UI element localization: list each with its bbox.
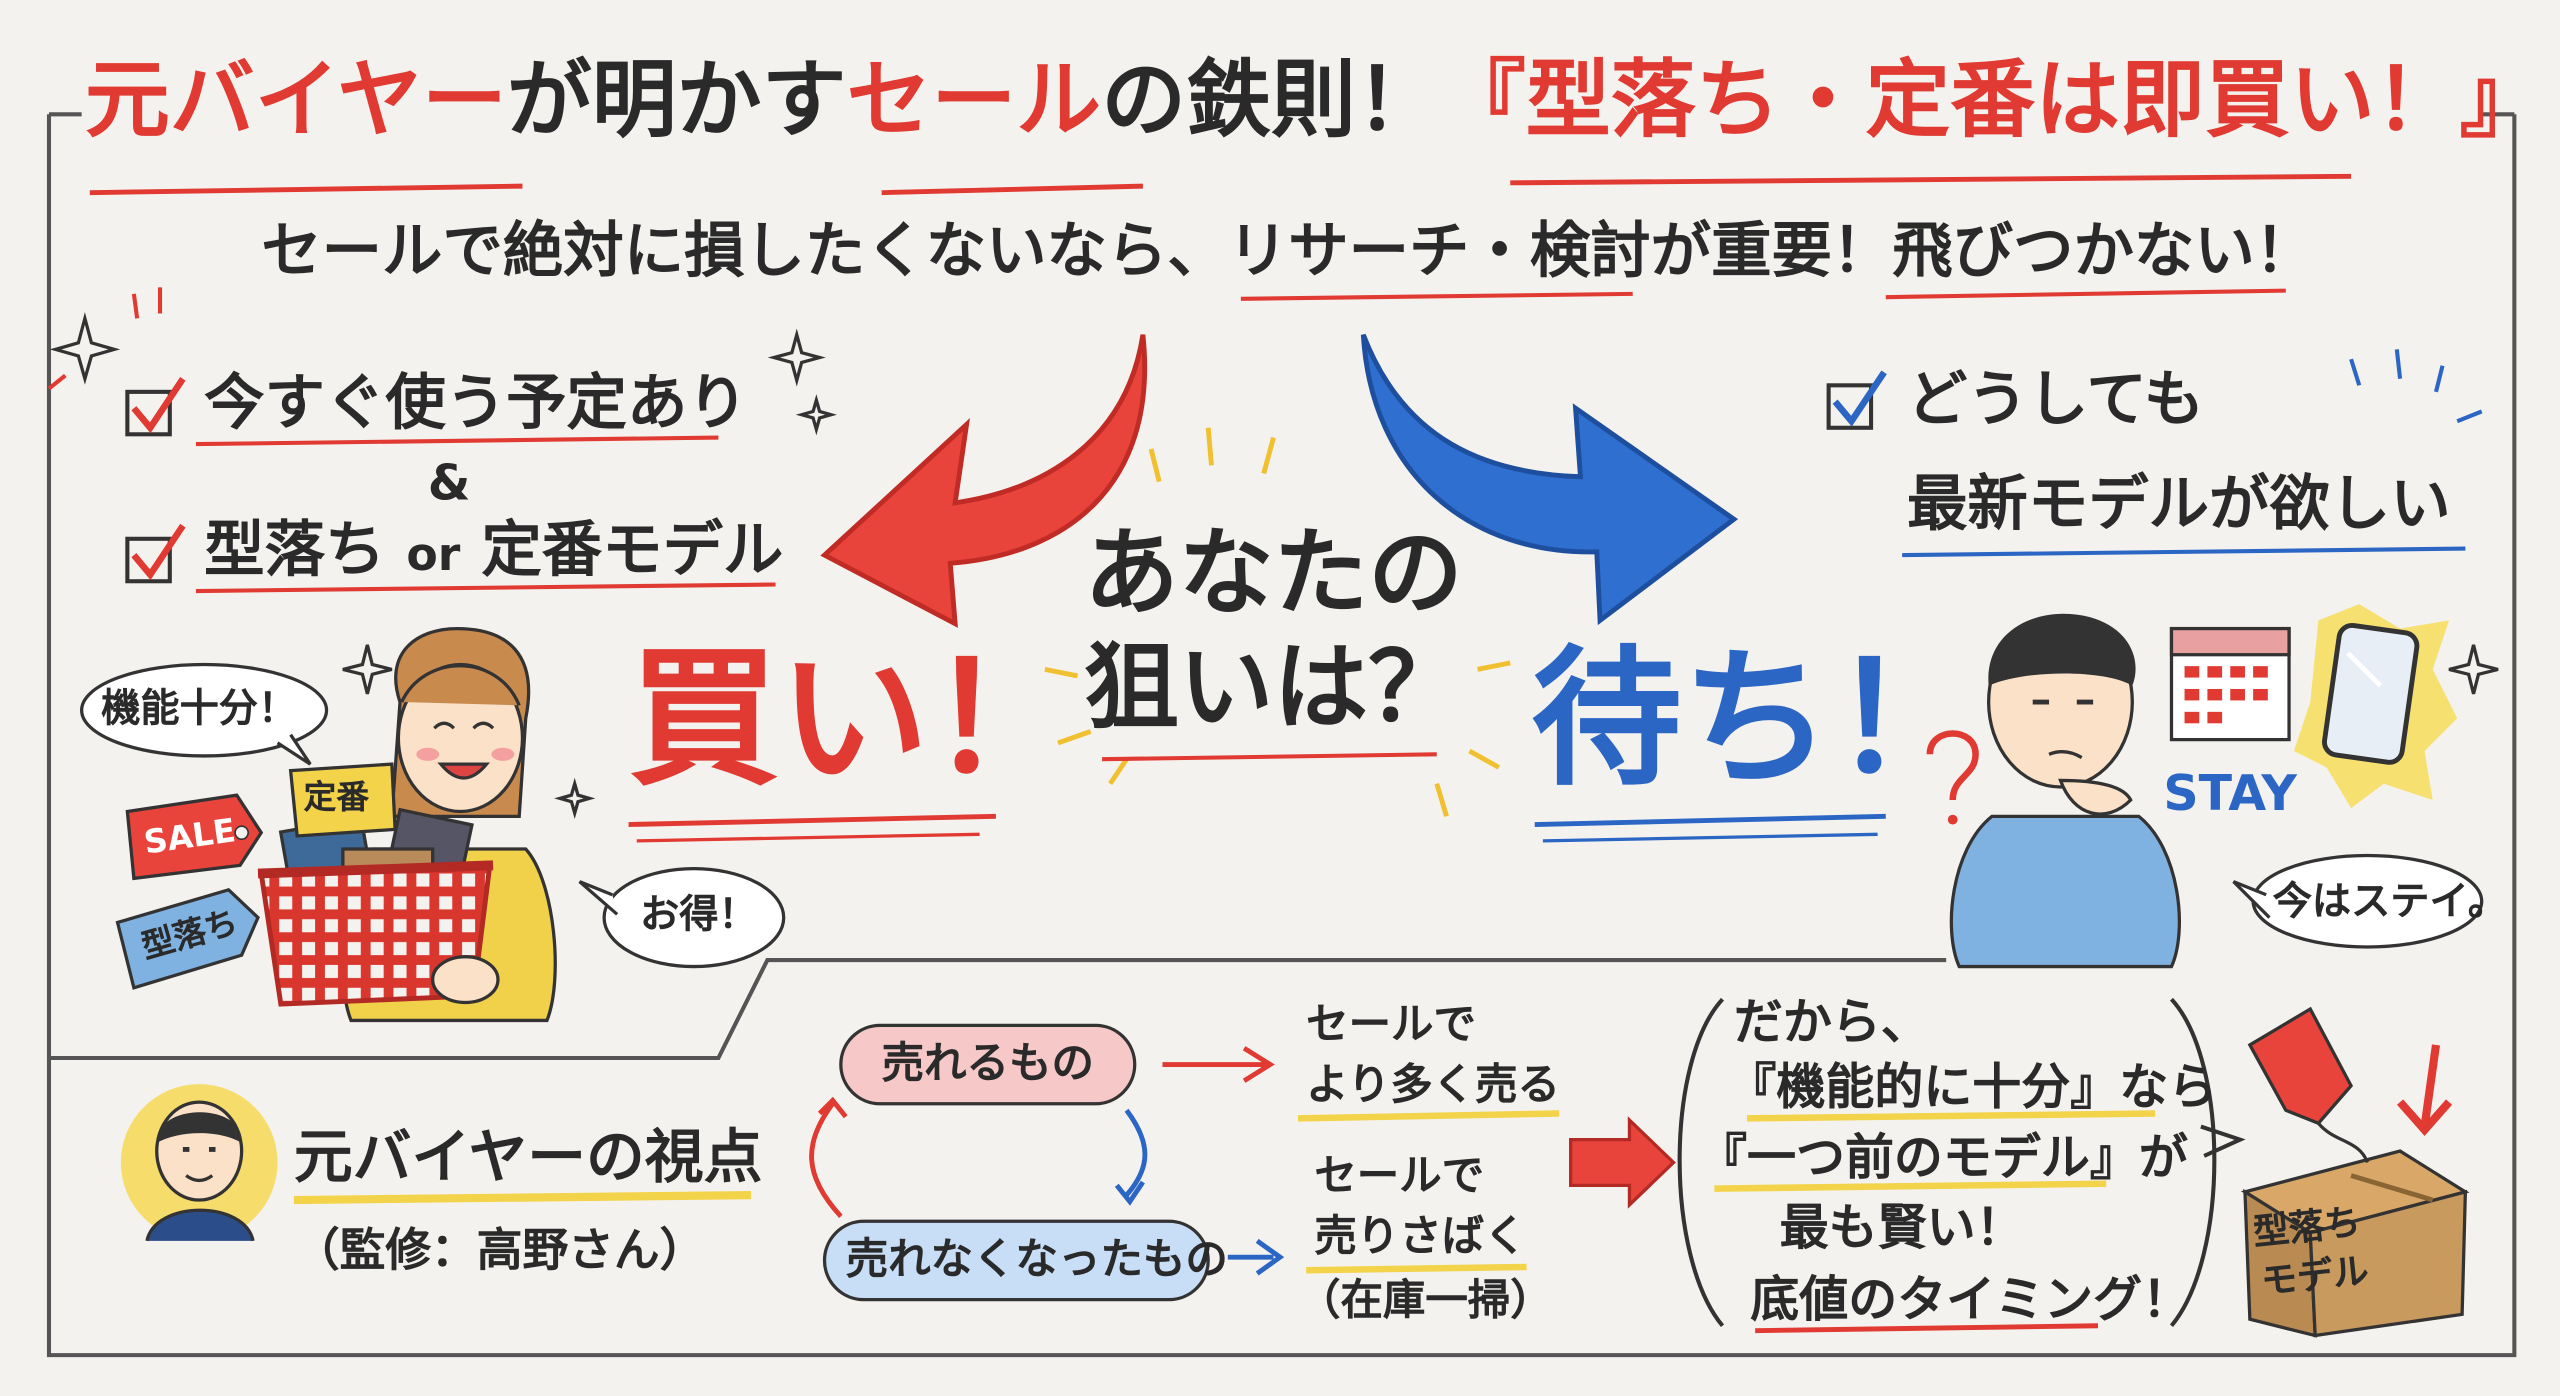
sells-arrow — [1162, 1046, 1275, 1083]
concl2-underline — [1746, 1110, 2156, 1122]
conclusion-2: 『機能的に十分』なら — [1727, 1059, 2218, 1117]
shopping-basket-icon — [257, 807, 500, 1007]
wait-verdict: 待ち！ — [1531, 631, 1983, 807]
conclusion-4: 最も賢い！ — [1779, 1200, 2025, 1258]
box-down-arrow-icon — [2397, 1044, 2453, 1136]
calendar-icon — [2169, 626, 2291, 742]
not-result-underline — [1306, 1263, 1527, 1274]
bubble-2-text: お得！ — [640, 891, 758, 938]
sells-pill — [839, 1023, 1137, 1106]
sells-result-underline — [1297, 1110, 1560, 1122]
teiban-tag-icon — [288, 762, 397, 838]
wait-underline — [1534, 813, 1886, 827]
left-item1-underline — [195, 435, 719, 447]
left-item-2b: or — [406, 527, 461, 582]
buyer-title: 元バイヤーの視点 — [293, 1124, 763, 1192]
concl3-underline — [1714, 1180, 2107, 1192]
buy-verdict: 買い！ — [628, 631, 1080, 807]
accent-lines-topright — [2349, 349, 2483, 424]
right-item2-underline — [1902, 546, 2466, 558]
center-underline — [1102, 752, 1437, 762]
subtitle-underline-1 — [1240, 291, 1633, 301]
teiban-tag-text: 定番 — [303, 777, 369, 817]
buyer-title-underline — [293, 1191, 752, 1205]
sells-result-1: セールで — [1306, 1000, 1476, 1050]
conclusion-bracket-left — [1677, 997, 1725, 1328]
not-sells-label: 売れなくなったもの — [845, 1235, 1228, 1285]
conclusion-5: 底値のタイミング！ — [1750, 1271, 2192, 1330]
left-item2-underline — [195, 582, 776, 594]
left-item-2c: 定番モデル — [481, 514, 784, 585]
question-mark-icon — [1926, 730, 1979, 801]
right-item-2: 最新モデルが欲しい — [1906, 468, 2451, 539]
not-result-3: （在庫一掃） — [1297, 1276, 1553, 1326]
cycle-arrow-left — [809, 1102, 843, 1219]
wait-underline-2 — [1542, 832, 1878, 843]
conclusion-arrow-icon — [1569, 1116, 1676, 1209]
sale-tag-icon — [125, 793, 264, 881]
title-underline-3 — [1510, 173, 2352, 186]
title-underline-2 — [881, 183, 1143, 196]
cardboard-box-icon — [2240, 1149, 2470, 1338]
sparkle-icon-3 — [342, 644, 596, 820]
page-title: 元バイヤーが明かすセールの鉄則！『型落ち・定番は即買い！』 — [85, 59, 2545, 144]
box-tag-icon — [2247, 1006, 2369, 1164]
cycle-arrow-right — [1124, 1108, 1148, 1197]
buyer-subtitle: （監修：高野さん） — [293, 1222, 706, 1277]
kataochi-tag-icon — [115, 887, 260, 990]
title-underline-1 — [89, 183, 523, 196]
sells-label: 売れるもの — [881, 1040, 1094, 1090]
subtitle-underline-2 — [1885, 288, 2286, 300]
buy-underline-2 — [636, 832, 980, 843]
sparkle-icon-4 — [2448, 644, 2499, 695]
center-question-line-2: 狙いは？ — [1084, 631, 1463, 743]
title-part-4: の鉄則！ — [1101, 52, 1441, 151]
not-result-1: セールで — [1314, 1152, 1485, 1202]
smartphone-icon — [2293, 604, 2458, 809]
left-item-1: 今すぐ使う予定あり — [204, 367, 748, 438]
accent-lines-center — [1044, 427, 1511, 818]
section-divider — [48, 957, 1947, 1061]
sparkle-icon-1 — [49, 312, 121, 385]
left-item-2a: 型落ち — [204, 514, 386, 585]
bubble-3-text: 今はステイ。 — [2272, 878, 2508, 925]
buyer-avatar-icon — [120, 1084, 278, 1242]
center-question-line-1: あなたの — [1084, 517, 1463, 629]
conclusion-1: だから、 — [1733, 994, 1930, 1052]
right-item-1: どうしても — [1906, 364, 2205, 435]
conclusion-bracket-right — [2169, 997, 2217, 1328]
speech-bubble-2 — [602, 866, 786, 969]
speech-bubble-1 — [80, 662, 329, 758]
title-part-2: が明かす — [506, 52, 847, 151]
thinking-man-icon — [1949, 613, 2181, 969]
title-part-1: 元バイヤー — [84, 52, 507, 151]
subtitle: セールで絶対に損したくないなら、リサーチ・検討が重要！飛びつかない！ — [261, 215, 2316, 286]
checkbox-left-1 — [125, 376, 186, 437]
title-part-3: セール — [846, 52, 1102, 151]
buy-underline — [628, 813, 997, 827]
checkbox-right-1 — [1826, 370, 1887, 430]
left-and: & — [427, 455, 471, 513]
title-part-5: 『型落ち・定番は即買い！』 — [1440, 52, 2545, 151]
blue-arrow-icon — [1360, 333, 1739, 626]
sells-result-2: より多く売る — [1306, 1061, 1561, 1111]
sparkle-icon-2 — [767, 328, 837, 436]
not-sells-arrow — [1227, 1238, 1285, 1276]
not-result-2: 売りさばく — [1314, 1213, 1527, 1263]
left-item-2: 型落ち or 定番モデル — [204, 519, 783, 579]
accent-lines-topleft — [47, 287, 163, 391]
conclusion-3: 『一つ前のモデル』が — [1698, 1129, 2188, 1187]
bubble-1-text: 機能十分！ — [101, 685, 298, 732]
outer-frame — [46, 114, 2517, 1358]
concl5-underline — [1755, 1323, 2099, 1334]
checkbox-left-2 — [125, 523, 186, 584]
not-sells-pill — [822, 1219, 1210, 1302]
red-arrow-icon — [820, 334, 1147, 628]
stay-label: STAY — [2163, 765, 2297, 823]
